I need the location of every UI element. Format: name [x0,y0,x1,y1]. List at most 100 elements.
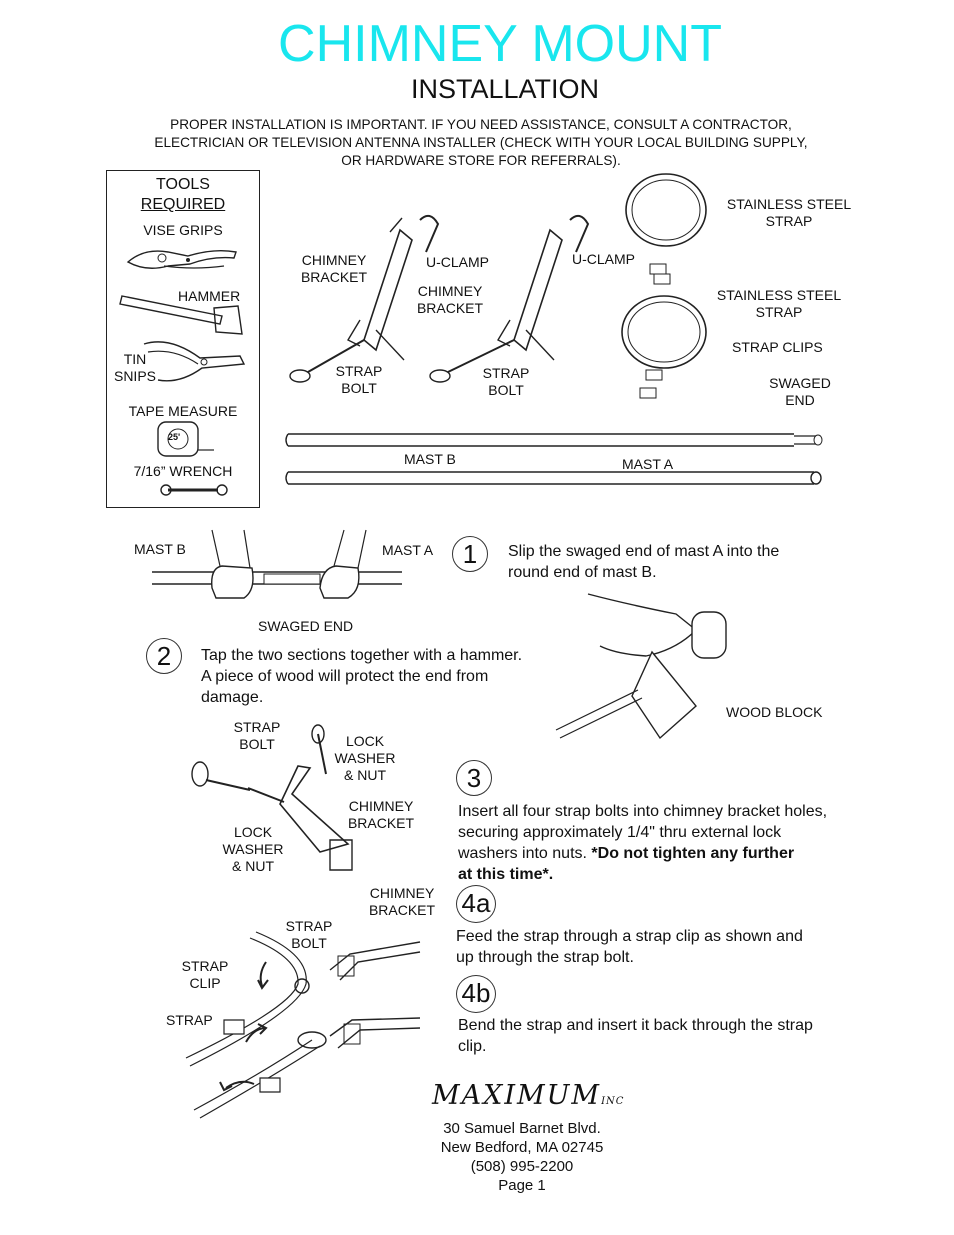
step1-swaged-end-label: SWAGED END [258,618,354,634]
label-line: STRAP [335,363,383,379]
intro-line: OR HARDWARE STORE FOR REFERRALS). [341,153,621,168]
label-line: WASHER [222,841,284,857]
chimney-bracket-label-2: CHIMNEY BRACKET [414,283,486,317]
label-line: BOLT [488,382,524,398]
step4-drawing [180,928,450,1128]
tape-measure-icon [156,420,216,460]
step3-line: Insert all four strap bolts into chimney… [458,803,828,820]
label-line: & NUT [344,767,386,783]
wrench-label: 7/16” WRENCH [133,463,233,479]
label-line: STRAP [285,918,333,934]
step3-chimney-bracket-label: CHIMNEY BRACKET [344,798,418,832]
label-line: STRAP [482,365,530,381]
chimney-bracket-label-1: CHIMNEY BRACKET [298,252,370,286]
step3-number: 3 [456,760,492,796]
tape-badge: 25' [168,432,181,442]
step4-strap-clip-label: STRAP CLIP [172,958,238,992]
label-line: SWAGED [769,375,831,391]
step4b-number: 4b [456,975,496,1013]
step3-line4-bold: at this time*. [458,866,554,883]
label-line: BOLT [291,935,327,951]
company-logo: MAXIMUMINC [432,1080,624,1111]
step4b-line: clip. [458,1038,487,1055]
tin-snips-icon [140,336,250,388]
masts-drawing [284,430,826,488]
tools-heading: TOOLS REQUIRED [106,175,260,215]
label-line: CLIP [189,975,221,991]
address-line: 30 Samuel Barnet Blvd. [443,1120,601,1137]
swaged-end-label: SWAGED END [760,375,840,409]
u-clamp-label-1: U-CLAMP [426,254,490,270]
chimney-bracket-1-drawing [280,200,450,390]
step3-lock-washer-label-2: LOCK WASHER & NUT [218,824,288,875]
step2-line: damage. [201,689,264,706]
label-line: STAINLESS STEEL [726,196,852,212]
step3-line3-bold: *Do not tighten any further [591,845,795,862]
tools-heading-line: REQUIRED [140,196,226,213]
label-line: STRAP [765,213,813,229]
tape-measure-label: TAPE MEASURE [128,403,238,419]
phone-number: (508) 995-2200 [470,1158,574,1175]
step2-text: Tap the two sections together with a ham… [201,645,522,708]
step3-line: at this time*. [458,864,827,885]
step4a-text: Feed the strap through a strap clip as s… [456,926,803,968]
label-line: CHIMNEY [369,885,435,901]
label-line: BRACKET [347,815,415,831]
label-line: BRACKET [416,300,484,316]
label-line: STRAP [181,958,229,974]
label-line: BRACKET [300,269,368,285]
label-line: CHIMNEY [417,283,483,299]
step2-line: Tap the two sections together with a ham… [201,647,523,664]
step2-number: 2 [146,638,182,674]
step1-line: Slip the swaged end of mast A into the [508,543,780,560]
logo-suffix: INC [601,1096,625,1107]
vise-grips-label: VISE GRIPS [143,222,223,238]
wood-block-label: WOOD BLOCK [726,704,823,720]
mast-b-label: MAST B [404,451,456,467]
step3-line3-plain: washers into nuts. [458,845,592,862]
step4a-number: 4a [456,885,496,923]
u-clamp-label-2: U-CLAMP [572,251,636,267]
step1-mast-b-label: MAST B [134,541,186,557]
step2-line: A piece of wood will protect the end fro… [201,668,489,685]
label-line: CHIMNEY [348,798,414,814]
address-line: New Bedford, MA 02745 [440,1139,604,1156]
step3-strap-bolt-label: STRAP BOLT [222,719,292,753]
label-line: BRACKET [368,902,436,918]
step1-drawing [152,528,402,608]
company-address: 30 Samuel Barnet Blvd. New Bedford, MA 0… [380,1119,664,1195]
mast-a-label: MAST A [622,456,674,472]
wrench-icon [160,482,230,498]
chimney-bracket-2-drawing [420,200,590,390]
label-line: WASHER [334,750,396,766]
label-line: BOLT [341,380,377,396]
page-title: CHIMNEY MOUNT [278,15,722,73]
strap-clips-label: STRAP CLIPS [732,339,823,355]
tin-snips-line: TIN [123,351,147,367]
step4-strap-bolt-label: STRAP BOLT [274,918,344,952]
step4-chimney-bracket-label: CHIMNEY BRACKET [364,885,440,919]
straps-clips-drawing [620,170,730,410]
tools-heading-line: TOOLS [156,176,210,193]
label-line: & NUT [232,858,274,874]
tin-snips-label: TIN SNIPS [112,351,158,385]
step1-text: Slip the swaged end of mast A into the r… [508,541,779,583]
tools-required-box [106,170,260,508]
vise-grips-icon [124,240,244,276]
step2-drawing [556,590,746,750]
page-subtitle: INSTALLATION [410,74,600,104]
step3-drawing [188,724,368,894]
step4b-text: Bend the strap and insert it back throug… [458,1015,813,1057]
hammer-icon [118,290,248,338]
stainless-strap-label-1: STAINLESS STEEL STRAP [722,196,856,230]
label-line: END [785,392,815,408]
step3-lock-washer-label-1: LOCK WASHER & NUT [330,733,400,784]
step4-strap-label: STRAP [166,1012,213,1028]
step1-number: 1 [452,536,488,572]
label-line: STRAP [755,304,803,320]
intro-line: ELECTRICIAN OR TELEVISION ANTENNA INSTAL… [154,135,808,150]
step4a-line: Feed the strap through a strap clip as s… [456,928,803,945]
step1-mast-a-label: MAST A [382,542,434,558]
strap-bolt-label-2: STRAP BOLT [471,365,541,399]
step4b-line: Bend the strap and insert it back throug… [458,1017,813,1034]
